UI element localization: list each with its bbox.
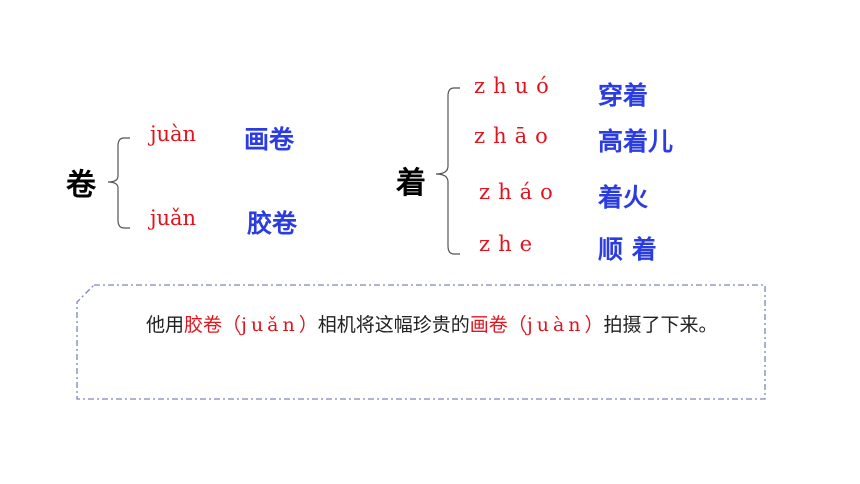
pinyin-juan-3: juǎn [150, 206, 197, 230]
sentence-box-border [76, 284, 766, 400]
word-jiaojuan: 胶卷 [247, 209, 298, 238]
pinyin-zhao-1: zhāo [474, 124, 556, 148]
brace-juan [107, 137, 130, 229]
character-zhe: 着 [396, 166, 426, 201]
word-chuanzhuo: 穿着 [598, 81, 649, 110]
sentence-paren-open-1: （ [222, 314, 242, 336]
sentence-middle: 相机将这幅珍贵的 [317, 314, 470, 336]
sentence-after: 拍摄了下来。 [603, 314, 718, 336]
sentence-pinyin-juan-4: juàn [526, 314, 585, 336]
brace-zhe [435, 87, 460, 255]
character-juan: 卷 [66, 168, 96, 203]
word-shunzhe: 顺 着 [598, 235, 657, 264]
sentence-pinyin-juan-3: juǎn [241, 314, 299, 336]
sentence-word-huajuan: 画卷 [469, 314, 508, 336]
pinyin-juan-4: juàn [150, 122, 197, 146]
word-zhaohuo: 着火 [598, 183, 649, 212]
word-gaozhaor: 高着儿 [598, 127, 674, 156]
pinyin-zhe: zhe [479, 232, 541, 256]
sentence-paren-close-1: ） [298, 314, 318, 336]
sentence-word-jiaojuan: 胶卷 [184, 314, 223, 336]
word-huajuan: 画卷 [244, 125, 295, 154]
sentence-before: 他用 [146, 314, 185, 336]
example-sentence-box: 他用胶卷（juǎn）相机将这幅珍贵的画卷（juàn）拍摄了下来。 [76, 284, 766, 400]
sentence-paren-open-2: （ [507, 314, 527, 336]
pinyin-zhuo: zhuó [474, 74, 557, 98]
pinyin-zhao-2: zháo [479, 180, 561, 204]
sentence-paren-close-2: ） [584, 314, 604, 336]
example-sentence: 他用胶卷（juǎn）相机将这幅珍贵的画卷（juàn）拍摄了下来。 [84, 308, 756, 342]
